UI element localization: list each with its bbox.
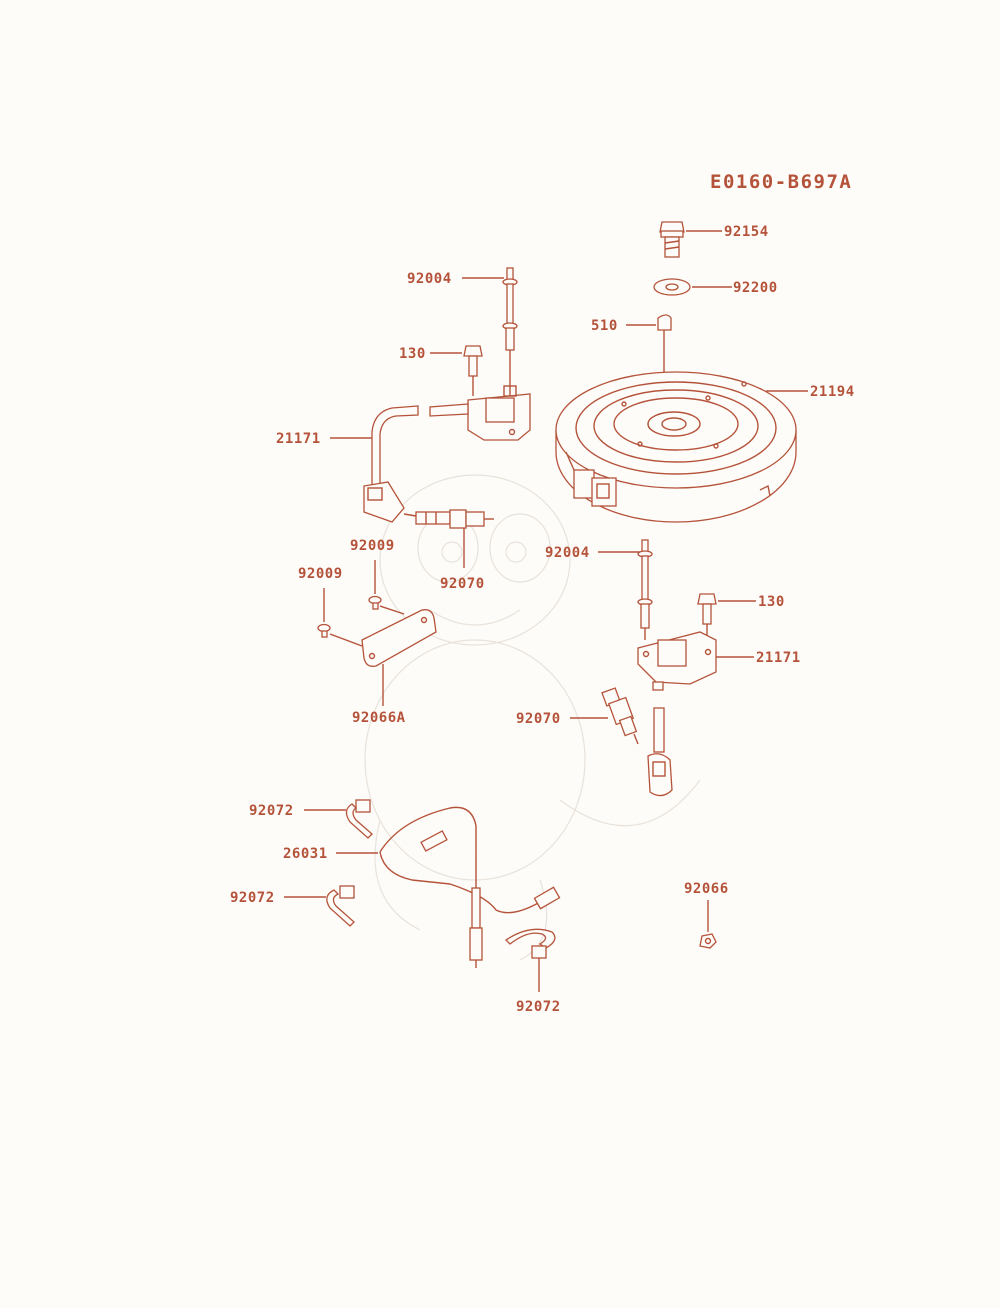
callout-21171-left: 21171	[276, 431, 321, 447]
flywheel-washer-92200[interactable]	[653, 278, 691, 296]
callout-92009-b: 92009	[298, 566, 343, 582]
callout-510: 510	[591, 318, 618, 334]
callout-92154: 92154	[724, 224, 769, 240]
flywheel-21194[interactable]	[555, 371, 797, 523]
wire-clamp-92072-b[interactable]	[326, 885, 355, 927]
screw-92009-b[interactable]	[317, 623, 331, 638]
coil-stud-92004-upper[interactable]	[502, 267, 518, 351]
spark-plug-92070-upper[interactable]	[403, 509, 494, 529]
callout-130-upper: 130	[399, 346, 426, 362]
callout-92072-a: 92072	[249, 803, 294, 819]
callout-92004-right: 92004	[545, 545, 590, 561]
callout-92004-upper: 92004	[407, 271, 452, 287]
wire-clamp-92072-a[interactable]	[345, 799, 373, 839]
wire-harness-26031[interactable]	[379, 806, 561, 968]
ignition-coil-21171-upper[interactable]	[363, 350, 531, 523]
callout-21194: 21194	[810, 384, 855, 400]
callout-130-right: 130	[758, 594, 785, 610]
flywheel-bolt-92154[interactable]	[659, 221, 685, 258]
coil-stud-92004-lower[interactable]	[637, 539, 653, 629]
callout-92072-b: 92072	[230, 890, 275, 906]
callout-92070-right: 92070	[516, 711, 561, 727]
callout-92009-a: 92009	[350, 538, 395, 554]
callout-92072-c: 92072	[516, 999, 561, 1015]
diagram-reference-code: E0160-B697A	[710, 171, 852, 193]
callout-92200: 92200	[733, 280, 778, 296]
spark-plug-92070-lower[interactable]	[601, 687, 639, 745]
screw-92009-a[interactable]	[368, 595, 382, 610]
coil-bolt-130-lower[interactable]	[697, 593, 717, 640]
flywheel-key-510[interactable]	[657, 314, 672, 331]
callout-92066A: 92066A	[352, 710, 406, 726]
callout-21171-right: 21171	[756, 650, 801, 666]
callout-26031: 26031	[283, 846, 328, 862]
cover-plate-92066A[interactable]	[361, 609, 437, 667]
ignition-coil-21171-lower[interactable]	[637, 628, 717, 797]
coil-bolt-130-upper[interactable]	[463, 345, 483, 396]
nut-92066[interactable]	[699, 933, 717, 949]
callout-92066: 92066	[684, 881, 729, 897]
callout-92070-upper: 92070	[440, 576, 485, 592]
